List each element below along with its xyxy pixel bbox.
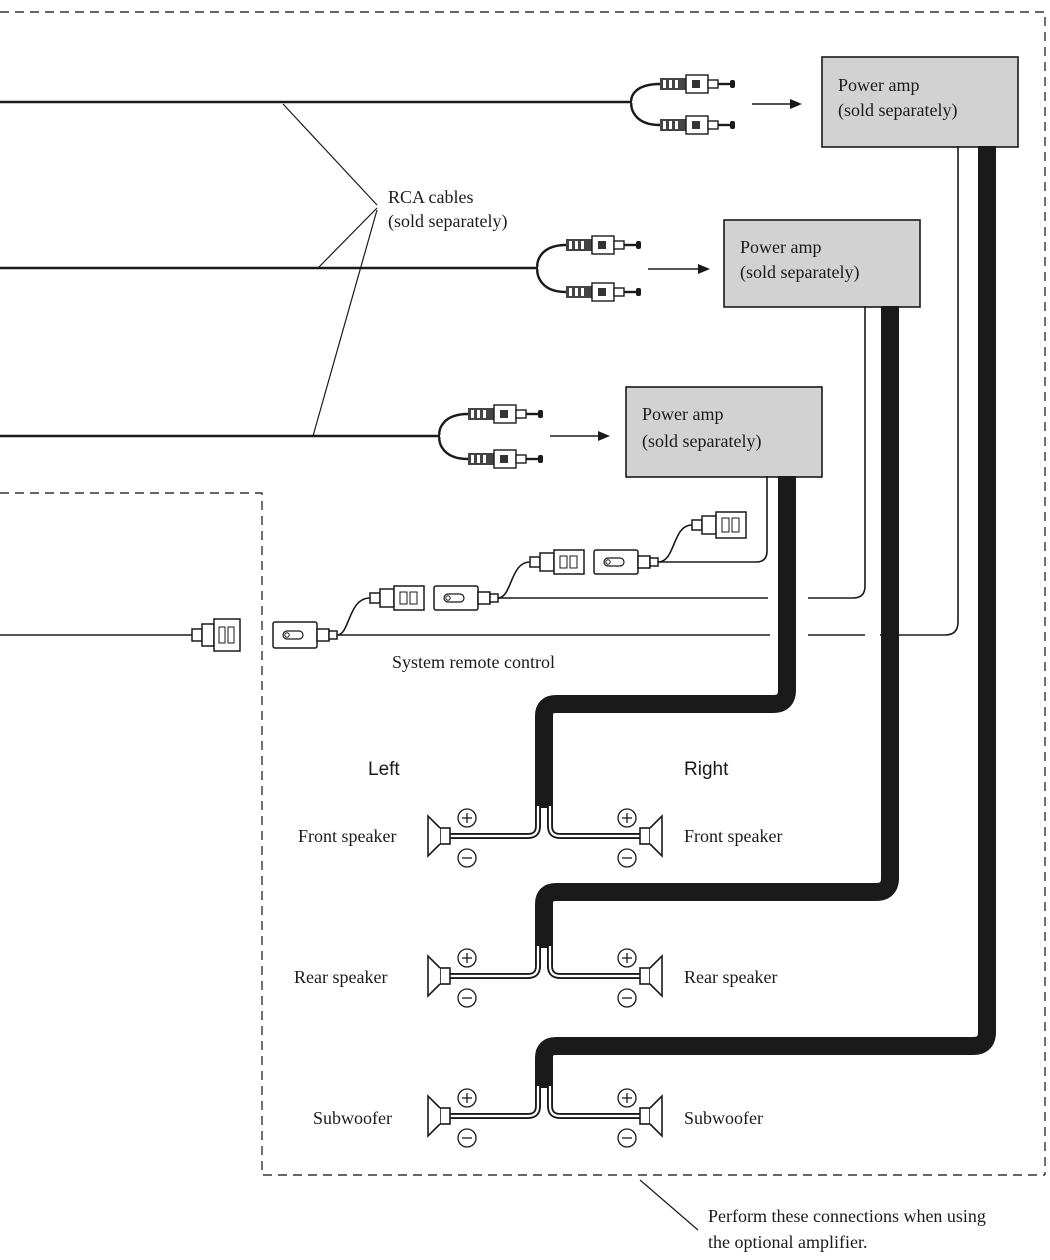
rear-speaker-pair xyxy=(427,946,663,1008)
rear-speaker-left-label: Rear speaker xyxy=(294,967,387,987)
rca-line-2 xyxy=(0,234,643,303)
power-amp-2-line2: (sold separately) xyxy=(740,262,859,283)
sub-right-plus-icon xyxy=(617,1088,637,1108)
power-amp-2-line1: Power amp xyxy=(740,237,821,257)
footnote-line2: the optional amplifier. xyxy=(708,1232,867,1252)
sub-left-minus-icon xyxy=(457,1128,477,1148)
power-amp-1-line2: (sold separately) xyxy=(838,100,957,121)
rca-label-leaders xyxy=(282,103,378,437)
bundle-sub xyxy=(535,146,996,1088)
arrow-to-amp-2 xyxy=(648,264,710,274)
power-amp-2: Power amp (sold separately) xyxy=(723,219,921,308)
arrow-to-amp-3 xyxy=(550,431,610,441)
rear-left-minus-icon xyxy=(457,988,477,1008)
remote-wire-3 xyxy=(497,476,768,599)
rca-line-3 xyxy=(0,403,545,470)
footnote-leader xyxy=(639,1179,699,1231)
bundle-rear xyxy=(535,306,899,948)
front-left-plus-icon xyxy=(457,808,477,828)
power-amp-3-line2: (sold separately) xyxy=(642,431,761,452)
remote-wire-2 xyxy=(336,306,866,636)
front-right-plus-icon xyxy=(617,808,637,828)
footnote-line1: Perform these connections when using xyxy=(708,1206,986,1226)
subwoofer-pair xyxy=(427,1086,663,1148)
power-amp-3-line1: Power amp xyxy=(642,404,723,424)
rear-right-minus-icon xyxy=(617,988,637,1008)
power-amp-3: Power amp (sold separately) xyxy=(625,386,823,478)
front-left-minus-icon xyxy=(457,848,477,868)
rca-label-line2: (sold separately) xyxy=(388,211,507,232)
power-amp-1: Power amp (sold separately) xyxy=(821,56,1019,148)
rca-label-line1: RCA cables xyxy=(388,187,474,207)
front-speaker-pair xyxy=(427,806,663,868)
front-speaker-right-label: Front speaker xyxy=(684,826,782,846)
subwoofer-right-label: Subwoofer xyxy=(684,1108,763,1128)
front-right-minus-icon xyxy=(617,848,637,868)
remote-control-label: System remote control xyxy=(392,652,555,672)
rca-line-1 xyxy=(0,73,737,136)
left-side-label: Left xyxy=(368,759,400,780)
bundle-front xyxy=(535,476,796,808)
rear-right-plus-icon xyxy=(617,948,637,968)
outer-dashed-frame xyxy=(0,11,1046,1175)
arrow-to-amp-1 xyxy=(752,99,802,109)
sub-right-minus-icon xyxy=(617,1128,637,1148)
rear-left-plus-icon xyxy=(457,948,477,968)
subwoofer-left-label: Subwoofer xyxy=(313,1108,392,1128)
front-speaker-left-label: Front speaker xyxy=(298,826,396,846)
optional-amp-dashed-frame xyxy=(0,492,1045,1176)
power-amp-1-line1: Power amp xyxy=(838,75,919,95)
remote-wire-1 xyxy=(0,146,959,652)
rear-speaker-right-label: Rear speaker xyxy=(684,967,777,987)
sub-left-plus-icon xyxy=(457,1088,477,1108)
right-side-label: Right xyxy=(684,759,729,780)
